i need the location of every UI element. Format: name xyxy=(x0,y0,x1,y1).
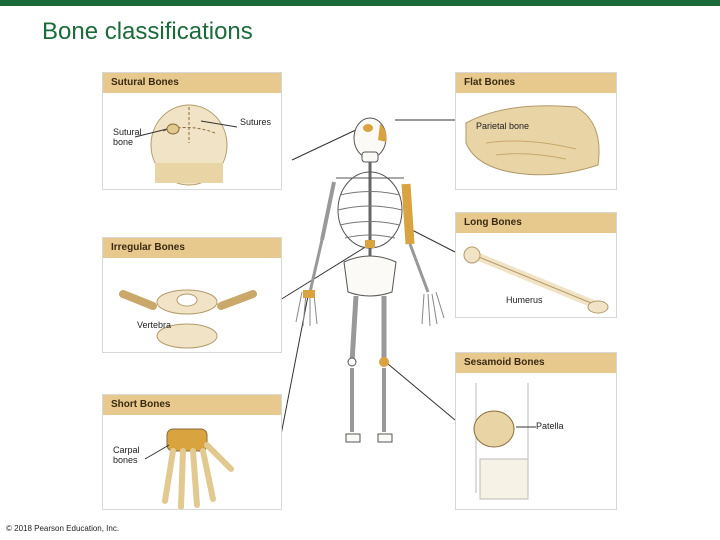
panel-irregular-bones: Irregular Bones Vertebra xyxy=(102,237,282,353)
label-sutural-bone: Sutural bone xyxy=(113,127,142,147)
left-humerus xyxy=(320,181,336,241)
highlighted-patella xyxy=(379,357,389,367)
skull-illustration xyxy=(134,104,238,186)
panel-sutural-bones: Sutural Bones Sutures Sutural bone xyxy=(102,72,282,190)
knee-illustration xyxy=(473,383,536,500)
connector-irregular xyxy=(279,245,368,301)
label-patella: Patella xyxy=(536,421,564,431)
copyright-notice: © 2018 Pearson Education, Inc. xyxy=(6,524,120,533)
page-title: Bone classifications xyxy=(42,18,253,45)
label-humerus: Humerus xyxy=(506,295,543,305)
feet xyxy=(345,433,393,443)
highlighted-humerus xyxy=(401,183,415,245)
highlighted-parietal xyxy=(378,124,387,142)
label-vertebra: Vertebra xyxy=(137,320,172,330)
panel-sesamoid-bones: Sesamoid Bones Patella xyxy=(455,352,617,510)
hand-illustration xyxy=(144,428,234,509)
highlighted-sutural-bone xyxy=(363,124,373,132)
label-parietal-bone: Parietal bone xyxy=(476,121,530,131)
panel-flat-bones: Flat Bones Parietal bone xyxy=(455,72,617,190)
left-femur xyxy=(349,295,359,363)
panel-short-bones: Short Bones Carpal bones xyxy=(102,394,282,510)
panel-header: Irregular Bones xyxy=(103,238,281,258)
panel-header: Long Bones xyxy=(456,213,616,233)
left-forearm xyxy=(308,239,324,293)
parietal-bone-illustration xyxy=(465,105,600,176)
panel-header: Sesamoid Bones xyxy=(456,353,616,373)
highlighted-carpals xyxy=(303,290,315,298)
panel-header: Sutural Bones xyxy=(103,73,281,93)
connector-lines xyxy=(279,119,456,441)
label-carpal-bones: Carpal bones xyxy=(113,445,140,465)
pelvis xyxy=(343,255,397,297)
panel-header: Flat Bones xyxy=(456,73,616,93)
humerus-illustration xyxy=(463,246,609,314)
top-accent-bar xyxy=(0,0,720,6)
panel-header: Short Bones xyxy=(103,395,281,415)
connector-sutural xyxy=(291,127,361,161)
panel-long-bones: Long Bones Humerus xyxy=(455,212,617,318)
highlighted-vertebra xyxy=(365,240,375,248)
right-forearm xyxy=(408,243,430,293)
connector-sesamoid xyxy=(387,363,456,421)
connector-long xyxy=(411,229,456,253)
label-sutures: Sutures xyxy=(240,117,272,127)
left-hand xyxy=(295,291,318,327)
vertebra-illustration xyxy=(119,289,257,349)
right-hand xyxy=(421,291,445,327)
jaw xyxy=(361,151,379,163)
human-skeleton xyxy=(295,117,445,443)
